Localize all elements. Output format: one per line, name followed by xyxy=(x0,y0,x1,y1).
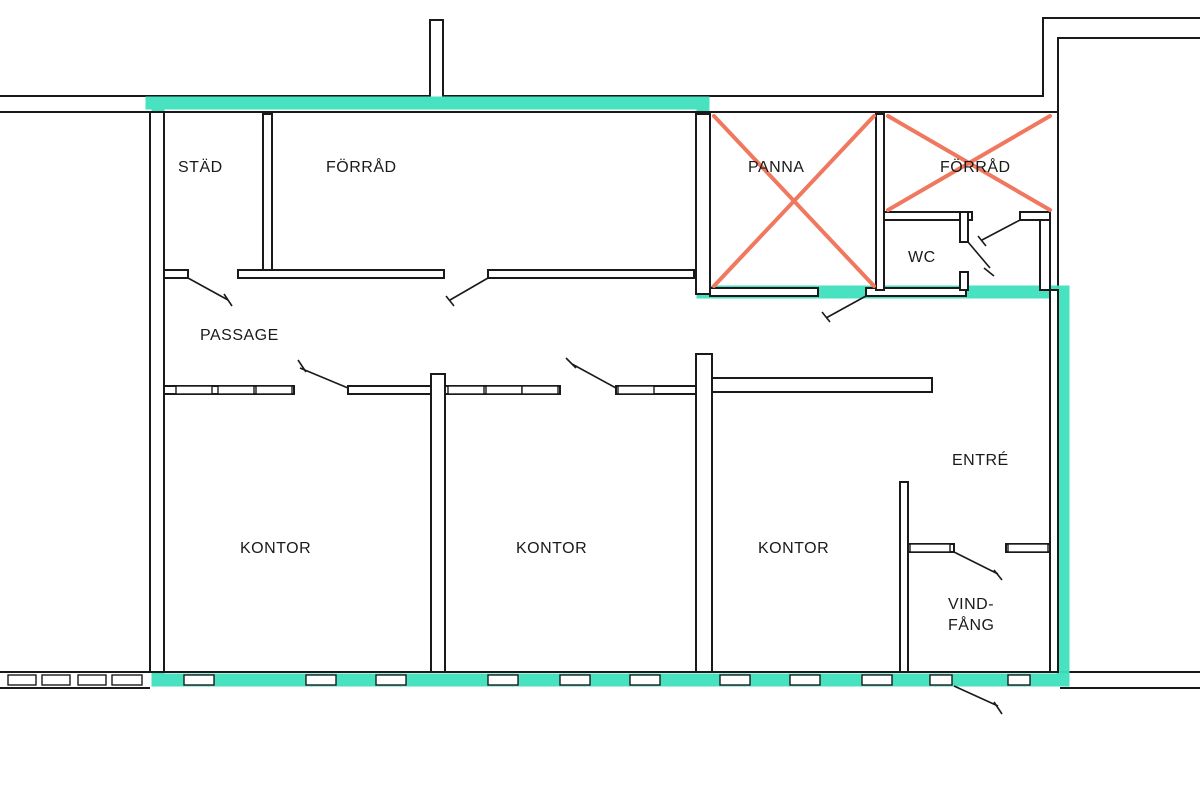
label-kontor-3: KONTOR xyxy=(758,540,829,557)
cross-forrad-b xyxy=(886,114,1052,212)
label-entre: ENTRÉ xyxy=(952,450,1009,469)
label-kontor-2: KONTOR xyxy=(516,540,587,557)
label-vindfang-1: VIND- xyxy=(948,596,994,613)
label-panna: PANNA xyxy=(748,159,804,176)
label-wc: WC xyxy=(908,249,936,266)
doors xyxy=(187,219,1021,715)
label-kontor-1: KONTOR xyxy=(240,540,311,557)
label-vindfang-2: FÅNG xyxy=(948,615,994,634)
windows xyxy=(7,385,1049,686)
label-stad: STÄD xyxy=(178,158,223,176)
label-forrad-left: FÖRRÅD xyxy=(326,157,397,176)
building-outline xyxy=(0,17,1200,689)
label-forrad-right: FÖRRÅD xyxy=(940,157,1011,176)
cross-panna-b xyxy=(712,114,876,288)
room-labels: STÄD FÖRRÅD PANNA FÖRRÅD WC PASSAGE KONT… xyxy=(178,157,1011,634)
rental-area-highlight xyxy=(145,96,1070,687)
label-passage: PASSAGE xyxy=(200,327,279,344)
removed-room-crosses xyxy=(712,114,1052,288)
walls xyxy=(149,111,1059,673)
